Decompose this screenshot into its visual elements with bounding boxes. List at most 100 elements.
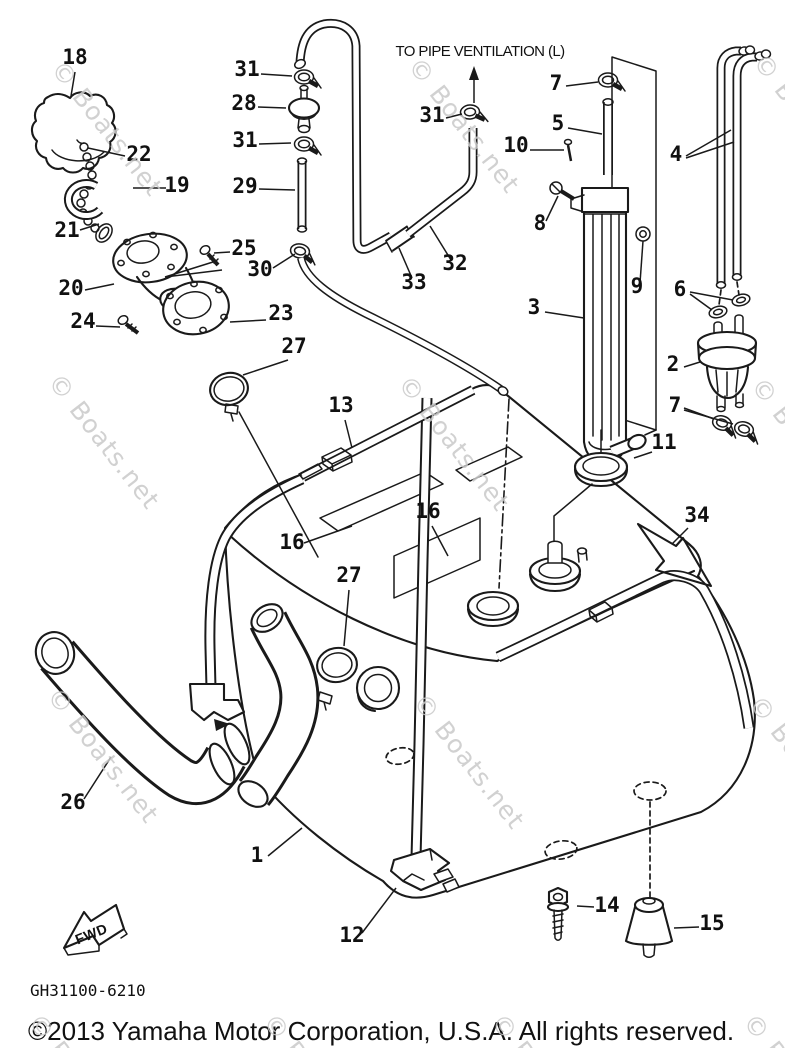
up-arrowhead [469, 66, 479, 80]
copyright-line: ©2013 Yamaha Motor Corporation, U.S.A. A… [28, 1016, 734, 1046]
tank-filler-boss [466, 590, 520, 628]
fuel-tank-body [223, 384, 756, 899]
callout-31-1: 31 [234, 57, 259, 81]
vent-pipe-32 [405, 128, 478, 238]
callout-leader-11 [633, 451, 653, 459]
vent-arrow [469, 66, 479, 103]
callout-leader-27 [343, 589, 350, 647]
direction-marker [214, 719, 230, 731]
callout-leader-24 [95, 325, 121, 328]
bolt-14 [546, 886, 570, 941]
callout-24-11: 24 [70, 309, 95, 333]
callout-leader-6 [689, 293, 713, 311]
damper-15 [624, 896, 674, 958]
mount-hole-dashed [633, 781, 667, 801]
callout-31-21: 31 [419, 103, 444, 127]
callout-leader-22 [87, 147, 126, 157]
callout-leader-29 [258, 188, 296, 191]
fuel-filter-2 [696, 314, 758, 413]
callout-leader-6 [689, 291, 734, 301]
callout-leader-7 [683, 409, 734, 425]
callout-20-10: 20 [58, 276, 83, 300]
callout-leader-23 [229, 319, 267, 323]
tank-strap-left [188, 473, 305, 731]
callout-leader-15 [673, 926, 700, 929]
callout-leader-33 [398, 247, 413, 279]
callout-1-34: 1 [251, 843, 264, 867]
mount-hole-dashed [544, 839, 578, 861]
callout-3-18: 3 [528, 295, 541, 319]
callout-26-33: 26 [60, 790, 85, 814]
callout-4-27: 4 [670, 142, 683, 166]
callout-8-25: 8 [534, 211, 547, 235]
part-code: GH31100-6210 [30, 981, 146, 1000]
callout-14-36: 14 [594, 893, 619, 917]
callout-32-20: 32 [442, 251, 467, 275]
callout-leader-27 [242, 359, 289, 376]
pickup-pipe-5 [602, 98, 614, 175]
callout-leader-2 [683, 361, 701, 368]
callout-13-14: 13 [328, 393, 353, 417]
label-sticker-16a [319, 471, 444, 532]
callout-27-17: 27 [336, 563, 361, 587]
breather-pipe-29 [296, 157, 308, 233]
callout-27-13: 27 [281, 334, 306, 358]
callout-leader-12 [361, 887, 397, 934]
fuel-cap-18 [30, 91, 117, 174]
callout-leader-5 [567, 127, 603, 135]
boss-nipple [576, 547, 588, 563]
strap-foot-bracket-12 [389, 847, 460, 893]
pipe-opening-bottom [237, 780, 269, 808]
callout-7-30: 7 [669, 393, 682, 417]
seal-ring-11 [573, 429, 647, 488]
callout-leader-20 [84, 283, 115, 291]
gasket-ring-19 [63, 179, 104, 220]
tank-band-13 [298, 385, 476, 482]
callout-19-6: 19 [164, 173, 189, 197]
tank-band-right [495, 570, 755, 729]
hose-clamp-7 [732, 420, 762, 444]
cap-chain-22 [76, 142, 100, 233]
callout-31-3: 31 [232, 128, 257, 152]
callout-7-22: 7 [550, 71, 563, 95]
mount-hole-dashed [385, 746, 415, 766]
callout-leader-4 [685, 141, 735, 159]
callout-21-7: 21 [54, 218, 79, 242]
callout-leader-18 [70, 71, 76, 97]
callout-leader-31 [258, 142, 292, 145]
callout-30-9: 30 [247, 257, 272, 281]
tank-front-filler-neck [355, 665, 401, 713]
callout-leader-31 [445, 113, 463, 119]
chain-link-21 [95, 223, 113, 243]
callout-5-23: 5 [552, 111, 565, 135]
callout-leader-28 [257, 106, 287, 109]
callout-18-0: 18 [62, 45, 87, 69]
callout-leader-13 [344, 419, 353, 449]
fuel-pipes-4 [715, 45, 772, 306]
callout-leader-4 [685, 129, 732, 157]
callout-6-28: 6 [674, 277, 687, 301]
tank-strap-middle [389, 397, 460, 893]
callout-leader-3 [544, 311, 585, 319]
callout-leader-1 [267, 827, 303, 857]
strap-foot-bracket-left [188, 682, 246, 731]
breather-pipe-to-tank [297, 256, 510, 589]
band-buckle [321, 447, 353, 472]
gasket-23 [162, 280, 230, 336]
callout-leader-7 [565, 81, 599, 87]
tank-top-details [319, 446, 667, 899]
callout-15-37: 15 [699, 911, 724, 935]
fwd-arrow: FWD [62, 903, 128, 956]
callout-leader-9 [639, 240, 644, 284]
label-sticker-top [455, 446, 523, 482]
washer-9 [635, 226, 651, 242]
callout-leader-8 [545, 195, 559, 222]
callout-34-32: 34 [684, 503, 709, 527]
hose-clamp-31 [295, 137, 322, 155]
callout-10-24: 10 [503, 133, 528, 157]
hose-clamp-31 [295, 70, 322, 88]
hose-clamp-31 [460, 104, 488, 124]
band-buckle [588, 601, 614, 623]
